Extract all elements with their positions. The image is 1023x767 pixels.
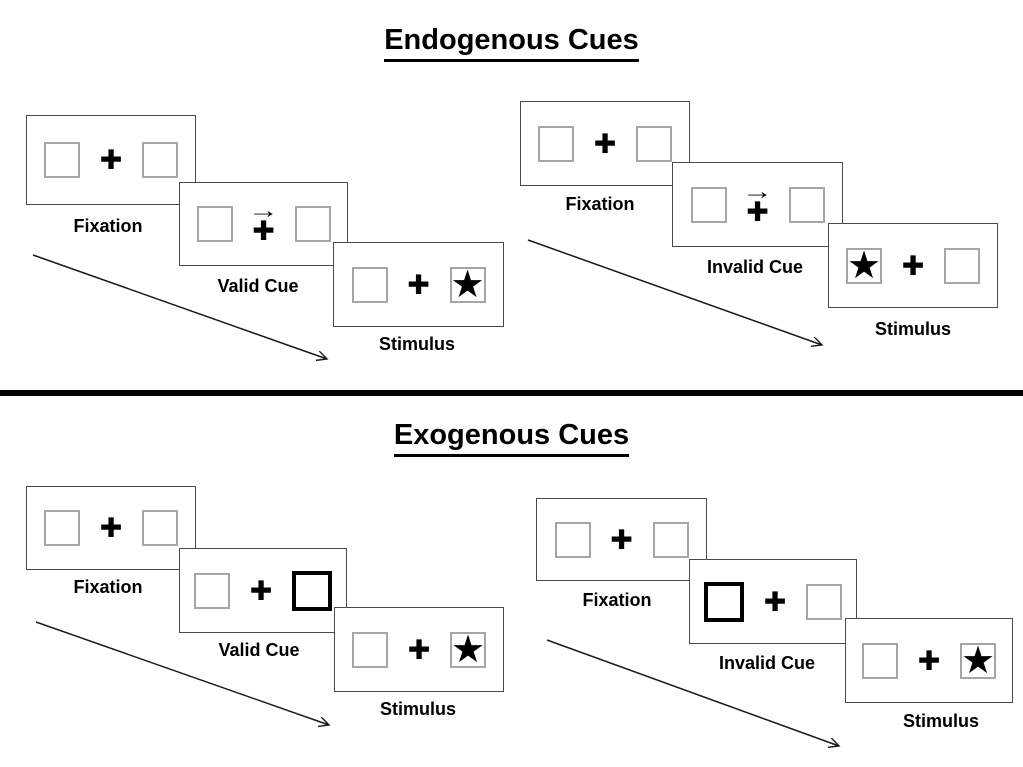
- section-title-endogenous: Endogenous Cues: [0, 24, 1023, 62]
- right-box: [294, 206, 331, 242]
- fixation-center: ✚: [243, 575, 279, 606]
- star-icon: ★: [846, 244, 882, 287]
- right-box: [788, 186, 825, 223]
- left-box: [44, 142, 80, 178]
- panel-label: Fixation: [73, 216, 143, 236]
- left-box: [690, 186, 727, 223]
- fixation-cross-icon: ✚: [99, 145, 123, 175]
- fixation-center: ✚: [757, 586, 793, 617]
- left-box: [554, 521, 591, 558]
- exogenous-invalid-stimulus-panel: ✚ ★: [845, 618, 1013, 703]
- fixation-center: ✚: [93, 513, 129, 543]
- fixation-cross-icon: ✚: [901, 250, 925, 281]
- panel-label: Fixation: [565, 194, 635, 214]
- star-target-box: ★: [450, 628, 486, 671]
- exogenous-invalid-cue-panel: ✚: [689, 559, 857, 644]
- exogenous-valid-cue-panel: ✚: [179, 548, 347, 633]
- right-box: [652, 521, 689, 558]
- endogenous-invalid-stimulus-panel: ★ ✚: [828, 223, 998, 308]
- fixation-center: ✚: [93, 145, 129, 175]
- star-target-box: ★: [449, 263, 486, 306]
- brightened-cue-box: [704, 581, 744, 622]
- left-box: [352, 631, 388, 668]
- cue-center: → ✚: [740, 177, 776, 227]
- star-target-box: ★: [960, 639, 996, 682]
- fixation-cross-icon: ✚: [746, 196, 769, 227]
- star-icon: ★: [960, 639, 996, 682]
- fixation-cross-icon: ✚: [99, 513, 123, 543]
- star-icon: ★: [450, 628, 486, 671]
- section-title-exogenous: Exogenous Cues: [0, 419, 1023, 457]
- right-box: [944, 247, 980, 284]
- timeline-arrow-endogenous-valid: [32, 254, 327, 359]
- right-box: [806, 583, 842, 620]
- fixation-center: ✚: [604, 524, 640, 555]
- right-box: [636, 125, 672, 162]
- left-box: [538, 125, 574, 162]
- section-divider: [0, 390, 1023, 396]
- panel-label: Invalid Cue: [718, 653, 816, 673]
- cue-center: → ✚: [246, 197, 282, 246]
- endogenous-valid-stimulus-panel: ✚ ★: [333, 242, 504, 327]
- exogenous-invalid-fixation-panel: ✚: [536, 498, 707, 581]
- panel-label: Fixation: [582, 590, 652, 610]
- endogenous-valid-fixation-panel: ✚: [26, 115, 196, 205]
- left-box: [351, 266, 388, 303]
- fixation-center: ✚: [587, 128, 623, 159]
- panel-label: Invalid Cue: [706, 257, 804, 277]
- panel-label: Stimulus: [379, 699, 456, 719]
- brightened-cue-box: [292, 570, 332, 611]
- fixation-center: ✚: [401, 634, 437, 665]
- fixation-cross-icon: ✚: [407, 269, 430, 300]
- panel-label: Fixation: [73, 577, 143, 597]
- right-box: [142, 510, 178, 546]
- timeline-arrow-endogenous-invalid: [527, 239, 822, 345]
- panel-label: Valid Cue: [217, 276, 299, 296]
- exogenous-valid-fixation-panel: ✚: [26, 486, 196, 570]
- fixation-cross-icon: ✚: [249, 575, 273, 606]
- endogenous-invalid-cue-panel: → ✚: [672, 162, 843, 247]
- fixation-cross-icon: ✚: [407, 634, 431, 665]
- fixation-cross-icon: ✚: [610, 524, 633, 555]
- left-box: [862, 642, 898, 679]
- exogenous-valid-stimulus-panel: ✚ ★: [334, 607, 504, 692]
- fixation-center: ✚: [911, 645, 947, 676]
- fixation-cross-icon: ✚: [917, 645, 941, 676]
- panel-label: Stimulus: [874, 319, 951, 339]
- fixation-cross-icon: ✚: [252, 216, 275, 246]
- timeline-arrow-exogenous-valid: [35, 621, 329, 725]
- panel-label: Stimulus: [902, 711, 979, 731]
- left-box: [196, 206, 233, 242]
- fixation-cross-icon: ✚: [593, 128, 617, 159]
- star-target-box: ★: [846, 244, 882, 287]
- fixation-center: ✚: [895, 250, 931, 281]
- endogenous-invalid-fixation-panel: ✚: [520, 101, 690, 186]
- right-box: [142, 142, 178, 178]
- panel-label: Valid Cue: [218, 640, 300, 660]
- left-box: [194, 572, 230, 609]
- right-arrow-cue-icon: →: [247, 197, 280, 223]
- fixation-cross-icon: ✚: [763, 586, 787, 617]
- panel-label: Stimulus: [378, 334, 455, 354]
- star-icon: ★: [450, 263, 485, 306]
- left-box: [44, 510, 80, 546]
- fixation-center: ✚: [401, 269, 437, 300]
- endogenous-valid-cue-panel: → ✚: [179, 182, 348, 266]
- right-arrow-cue-icon: →: [741, 177, 774, 204]
